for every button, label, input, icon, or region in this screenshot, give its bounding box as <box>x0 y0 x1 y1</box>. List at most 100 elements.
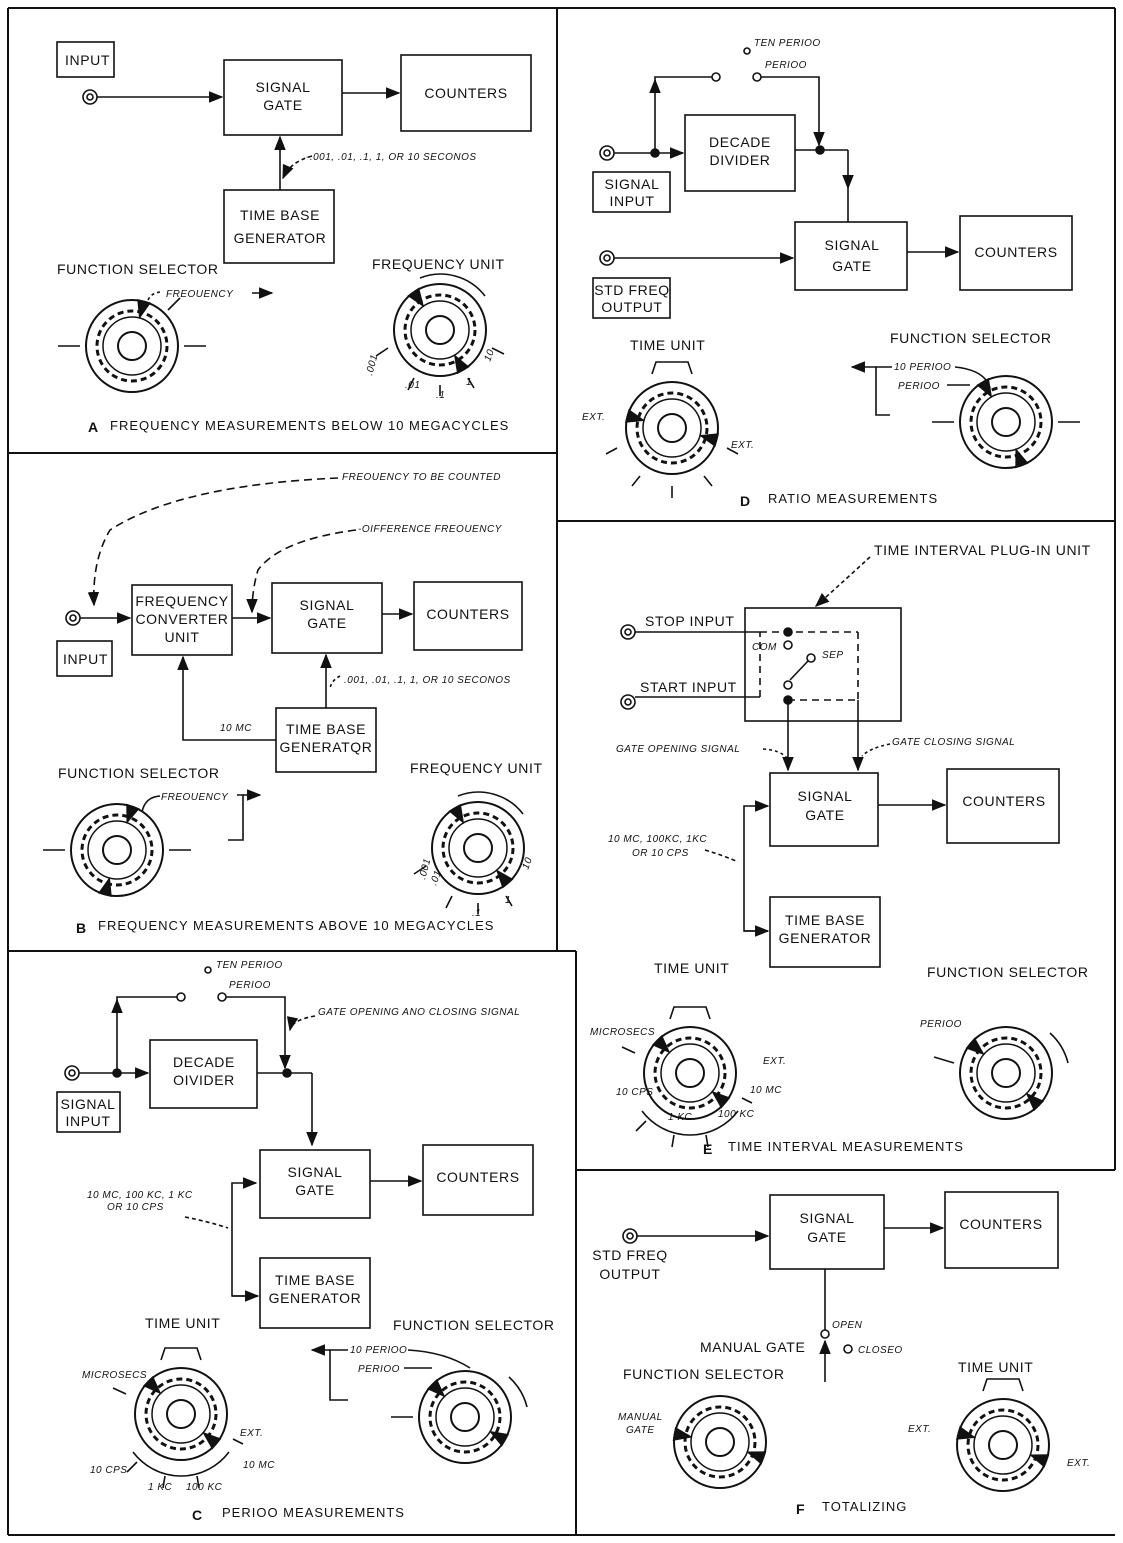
a-caption: FREQUENCY MEASUREMENTS BELOW 10 MEGACYCL… <box>110 418 509 433</box>
function-selector-knob <box>933 1025 1069 1121</box>
a-input-label: INPUT <box>65 52 110 68</box>
a-fu-tick-5: 10 <box>482 348 496 363</box>
panel-f-text: STD FREQ OUTPUT SIGNAL GATE COUNTERS OPE… <box>592 1210 1090 1517</box>
e-tu-100kc: 100 KC <box>718 1109 755 1120</box>
d-counters-label: COUNTERS <box>974 244 1057 260</box>
c-input-line2: INPUT <box>66 1113 111 1129</box>
f-std-line1: STD FREQ <box>592 1247 668 1263</box>
e-start-input: START INPUT <box>640 679 737 695</box>
e-tu-10cps: 10 CPS <box>616 1087 653 1098</box>
c-gate-signal: GATE OPENING ANO CLOSING SIGNAL <box>318 1007 520 1018</box>
b-fs-setting: FREOUENCY <box>161 792 229 803</box>
b-diff-freq: -OIFFERENCE FREOUENCY <box>358 524 503 535</box>
b-fu-tick-2: .01 <box>428 869 444 887</box>
a-function-selector-label: FUNCTION SELECTOR <box>57 261 219 277</box>
time-base-generator-box <box>769 896 881 968</box>
c-time-unit-label: TIME UNIT <box>145 1315 220 1331</box>
a-tbg-line2: GENERATOR <box>234 230 327 246</box>
c-counters-label: COUNTERS <box>436 1169 519 1185</box>
c-input-line1: SIGNAL <box>61 1096 116 1112</box>
panel-b-text: FREOUENCY TO BE COUNTED -OIFFERENCE FREO… <box>58 472 543 936</box>
b-frequency-unit-label: FREQUENCY UNIT <box>410 760 543 776</box>
plugin-unit-box <box>744 607 902 722</box>
f-gate-line2: GATE <box>807 1229 846 1245</box>
time-base-generator-box <box>223 189 335 264</box>
e-tu-10mc: 10 MC <box>750 1085 782 1096</box>
e-tbg-line2: GENERATOR <box>779 930 872 946</box>
counters-box <box>422 1144 534 1216</box>
e-counters-label: COUNTERS <box>962 793 1045 809</box>
a-counters-label: COUNTERS <box>424 85 507 101</box>
c-gate-line2: GATE <box>295 1182 334 1198</box>
panel-f <box>622 1191 1059 1493</box>
signal-input-box <box>592 171 671 213</box>
signal-gate-box <box>794 221 908 291</box>
e-caption: TIME INTERVAL MEASUREMENTS <box>728 1139 964 1154</box>
e-tbg-line1: TIME BASE <box>785 912 865 928</box>
time-base-generator-box <box>259 1257 371 1329</box>
d-divider-line1: DECADE <box>709 134 771 150</box>
counters-box <box>946 768 1060 844</box>
e-freqs-line2: OR 10 CPS <box>632 848 689 859</box>
d-input-line2: INPUT <box>610 193 655 209</box>
d-tu-ext-left: EXT. <box>582 412 605 423</box>
c-freqs-line1: 10 MC, 100 KC, 1 KC <box>87 1190 193 1201</box>
panel-c-text: TEN PERIOO PERIOO GATE OPENING ANO CLOSI… <box>61 960 555 1523</box>
a-fu-tick-1: .001 <box>364 353 380 377</box>
function-selector-knob <box>58 297 206 394</box>
f-caption: TOTALIZING <box>822 1499 907 1514</box>
panel-c <box>56 966 534 1489</box>
e-function-selector-label: FUNCTION SELECTOR <box>927 964 1089 980</box>
d-period: PERIOO <box>765 60 807 71</box>
c-tu-10mc: 10 MC <box>243 1460 275 1471</box>
converter-box <box>131 584 233 656</box>
counters-box <box>413 581 523 651</box>
d-std-line1: STD FREQ <box>594 282 670 298</box>
b-letter: B <box>76 920 86 936</box>
e-fs-period: PERIOO <box>920 1019 962 1030</box>
d-ten-period: TEN PERIOO <box>754 38 821 49</box>
a-fu-tick-2: .01 <box>405 380 420 391</box>
signal-gate-box <box>271 582 383 654</box>
a-gate-line2: GATE <box>263 97 302 113</box>
c-tu-1kc: 1 KC <box>148 1482 173 1493</box>
f-closed: CLOSEO <box>858 1345 903 1356</box>
panel-d <box>592 47 1080 498</box>
a-fu-tick-4: 1 <box>466 377 472 388</box>
e-tu-1kc: 1 KC <box>668 1112 693 1123</box>
b-fu-tick-3: .1 <box>472 908 481 919</box>
input-label-box <box>56 640 113 677</box>
signal-gate-box <box>259 1149 371 1219</box>
f-tu-ext-left: EXT. <box>908 1424 931 1435</box>
e-plugin-label: TIME INTERVAL PLUG-IN UNIT <box>874 542 1091 558</box>
time-unit-knob <box>112 1347 244 1489</box>
b-conv-line2: CONVERTER <box>135 611 228 627</box>
panel-a <box>56 41 532 396</box>
c-tu-ext: EXT. <box>240 1428 263 1439</box>
b-input-label: INPUT <box>63 651 108 667</box>
d-tu-ext-right: EXT. <box>731 440 754 451</box>
frequency-unit-knob <box>375 273 505 396</box>
b-tbg-line2: GENERATQR <box>279 739 372 755</box>
f-counters-label: COUNTERS <box>959 1216 1042 1232</box>
e-com: COM <box>752 642 777 653</box>
b-conv-line3: UNIT <box>164 629 199 645</box>
c-ten-period: TEN PERIOO <box>216 960 283 971</box>
e-sep: SEP <box>822 650 844 661</box>
f-manual-gate: MANUAL GATE <box>700 1339 805 1355</box>
c-tu-microsecs: MICROSECS <box>82 1370 147 1381</box>
f-function-selector-label: FUNCTION SELECTOR <box>623 1366 785 1382</box>
b-fu-tick-4: 1 <box>505 895 511 906</box>
f-tu-ext-right: EXT. <box>1067 1458 1090 1469</box>
e-tu-microsecs: MICROSECS <box>590 1027 655 1038</box>
d-letter: D <box>740 493 750 509</box>
e-gate-closing: GATE CLOSING SIGNAL <box>892 737 1015 748</box>
f-letter: F <box>796 1501 805 1517</box>
e-tu-ext: EXT. <box>763 1056 786 1067</box>
a-letter: A <box>88 419 98 435</box>
time-unit-knob <box>955 1378 1051 1493</box>
e-freqs-line1: 10 MC, 100KC, 1KC <box>608 834 707 845</box>
panel-a-text: INPUT SIGNAL GATE COUNTERS TIME BASE GEN… <box>57 52 509 435</box>
d-input-line1: SIGNAL <box>605 176 660 192</box>
